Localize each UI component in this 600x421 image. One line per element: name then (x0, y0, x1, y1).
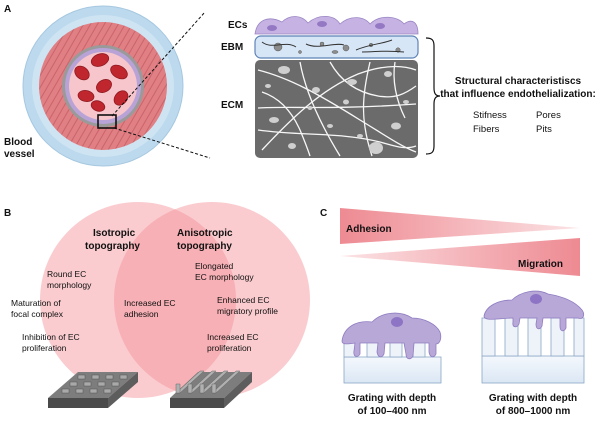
iso-item-3-line-1: Inhibition of EC (22, 332, 80, 342)
shallow-grating (341, 312, 442, 384)
isotropic-circle (40, 202, 236, 398)
deep-grating (481, 290, 585, 384)
aniso-item-1-line-1: Elongated (195, 261, 234, 271)
ecs-label: ECs (228, 20, 248, 31)
shallow-grating-label-1: Grating with depth (348, 393, 436, 404)
aniso-item-3-line-2: proliferation (207, 343, 252, 353)
red-blood-cells (74, 53, 129, 112)
layer-bracket (425, 37, 441, 155)
aniso-item-2-line-2: migratory profile (217, 306, 278, 316)
ebm-layer (254, 35, 419, 59)
aniso-item-2-line-1: Enhanced EC (217, 295, 269, 305)
endothelial-cells (254, 15, 419, 35)
iso-item-3-line-2: proliferation (22, 343, 67, 353)
characteristic-pits: Pits (536, 124, 552, 135)
panel-c: C Adhesion Migration (320, 208, 585, 417)
adhesion-wedge (340, 208, 580, 244)
deep-grating-label-2: of 800–1000 nm (496, 406, 571, 417)
deep-grating-label-1: Grating with depth (489, 393, 577, 404)
vessel-cross-section (22, 5, 184, 167)
shallow-grating-label-2: of 100–400 nm (358, 406, 427, 417)
zoom-box (97, 114, 117, 129)
panel-a: A Blood vessel (4, 4, 596, 167)
panel-a-label: A (4, 4, 11, 15)
characteristic-stifness: Stifness (473, 110, 507, 121)
isotropic-title-1: Isotropic (93, 228, 136, 239)
ecm-layer (255, 60, 418, 158)
zoom-line-top (111, 11, 206, 117)
aniso-item-3-line-1: Increased EC (207, 332, 259, 342)
ecm-label: ECM (221, 100, 243, 111)
blood-vessel-label-2: vessel (4, 149, 35, 160)
anisotropic-title-1: Anisotropic (177, 228, 233, 239)
isotropic-surface (48, 372, 138, 408)
overlap-line-1: Increased EC (124, 298, 176, 308)
aniso-item-1-line-2: EC morphology (195, 272, 254, 282)
iso-item-1-line-2: morphology (47, 280, 92, 290)
ebm-label: EBM (221, 42, 243, 53)
iso-item-1-line-1: Round EC (47, 269, 86, 279)
isotropic-title-2: topography (85, 241, 140, 252)
iso-item-2-line-1: Maturation of (11, 298, 61, 308)
adhesion-label: Adhesion (346, 224, 392, 235)
anisotropic-surface (170, 370, 252, 408)
migration-wedge (340, 238, 580, 276)
panel-c-label: C (320, 208, 327, 219)
characteristic-pores: Pores (536, 110, 561, 121)
anisotropic-circle (114, 202, 310, 398)
panel-b: B Isotropic topography Anisotropic topog… (4, 202, 310, 408)
characteristic-fibers: Fibers (473, 124, 500, 135)
iso-item-2-line-2: focal complex (11, 309, 64, 319)
overlap-line-2: adhesion (124, 309, 159, 319)
blood-vessel-label-1: Blood (4, 137, 32, 148)
panel-b-label: B (4, 208, 11, 219)
structural-title-2: that influence endothelialization: (440, 89, 596, 100)
migration-label: Migration (518, 259, 563, 270)
structural-title-1: Structural characteristiscs (455, 76, 582, 87)
zoom-line-bottom (113, 127, 211, 159)
anisotropic-title-2: topography (177, 241, 232, 252)
